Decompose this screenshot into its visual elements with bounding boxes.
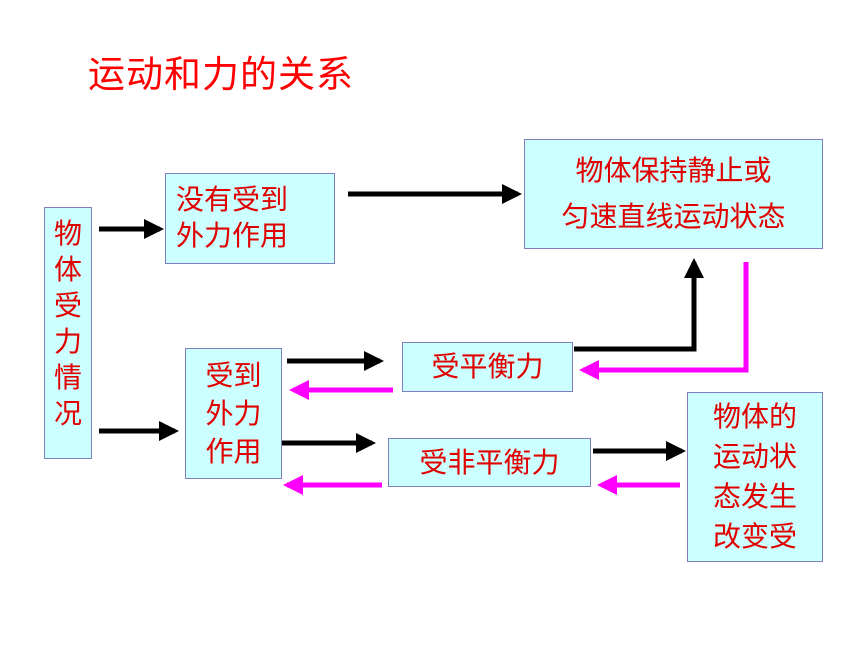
- node-motion-state-change: 物体的 运动状 态发生 改变受: [687, 392, 823, 562]
- node-force-situation-char: 物: [53, 217, 82, 250]
- node-motion-state-change-line: 运动状: [712, 440, 797, 473]
- node-external-force-line: 外力: [205, 397, 262, 430]
- node-force-situation-char: 体: [53, 253, 82, 286]
- node-balanced-forces: 受平衡力: [402, 342, 573, 392]
- node-unbalanced-forces: 受非平衡力: [388, 438, 591, 487]
- node-force-situation: 物 体 受 力 情 况: [44, 207, 92, 459]
- node-external-force: 受到 外力 作用: [185, 348, 282, 479]
- node-force-situation-char: 情: [53, 361, 82, 394]
- node-motion-state-change-line: 物体的: [712, 400, 797, 433]
- arrow-static-to-balanced: [579, 262, 749, 380]
- node-no-external-force: 没有受到 外力作用: [165, 173, 335, 264]
- node-external-force-line: 受到: [205, 359, 262, 392]
- node-force-situation-char: 力: [53, 325, 82, 358]
- node-static-or-uniform-motion-line: 物体保持静止或: [575, 154, 772, 187]
- node-balanced-forces-label: 受平衡力: [431, 350, 544, 383]
- node-force-situation-char: 况: [53, 397, 82, 430]
- node-motion-state-change-line: 态发生: [712, 480, 797, 513]
- node-no-external-force-line: 没有受到: [176, 183, 289, 216]
- node-static-or-uniform-motion: 物体保持静止或 匀速直线运动状态: [524, 139, 823, 249]
- slide-title: 运动和力的关系: [88, 53, 354, 96]
- node-motion-state-change-line: 改变受: [712, 520, 797, 553]
- node-force-situation-char: 受: [53, 289, 82, 322]
- node-external-force-line: 作用: [205, 435, 262, 468]
- node-unbalanced-forces-label: 受非平衡力: [419, 446, 560, 479]
- arrow-balanced-to-static: [574, 258, 704, 352]
- node-static-or-uniform-motion-line: 匀速直线运动状态: [561, 200, 786, 233]
- node-no-external-force-line: 外力作用: [176, 219, 289, 252]
